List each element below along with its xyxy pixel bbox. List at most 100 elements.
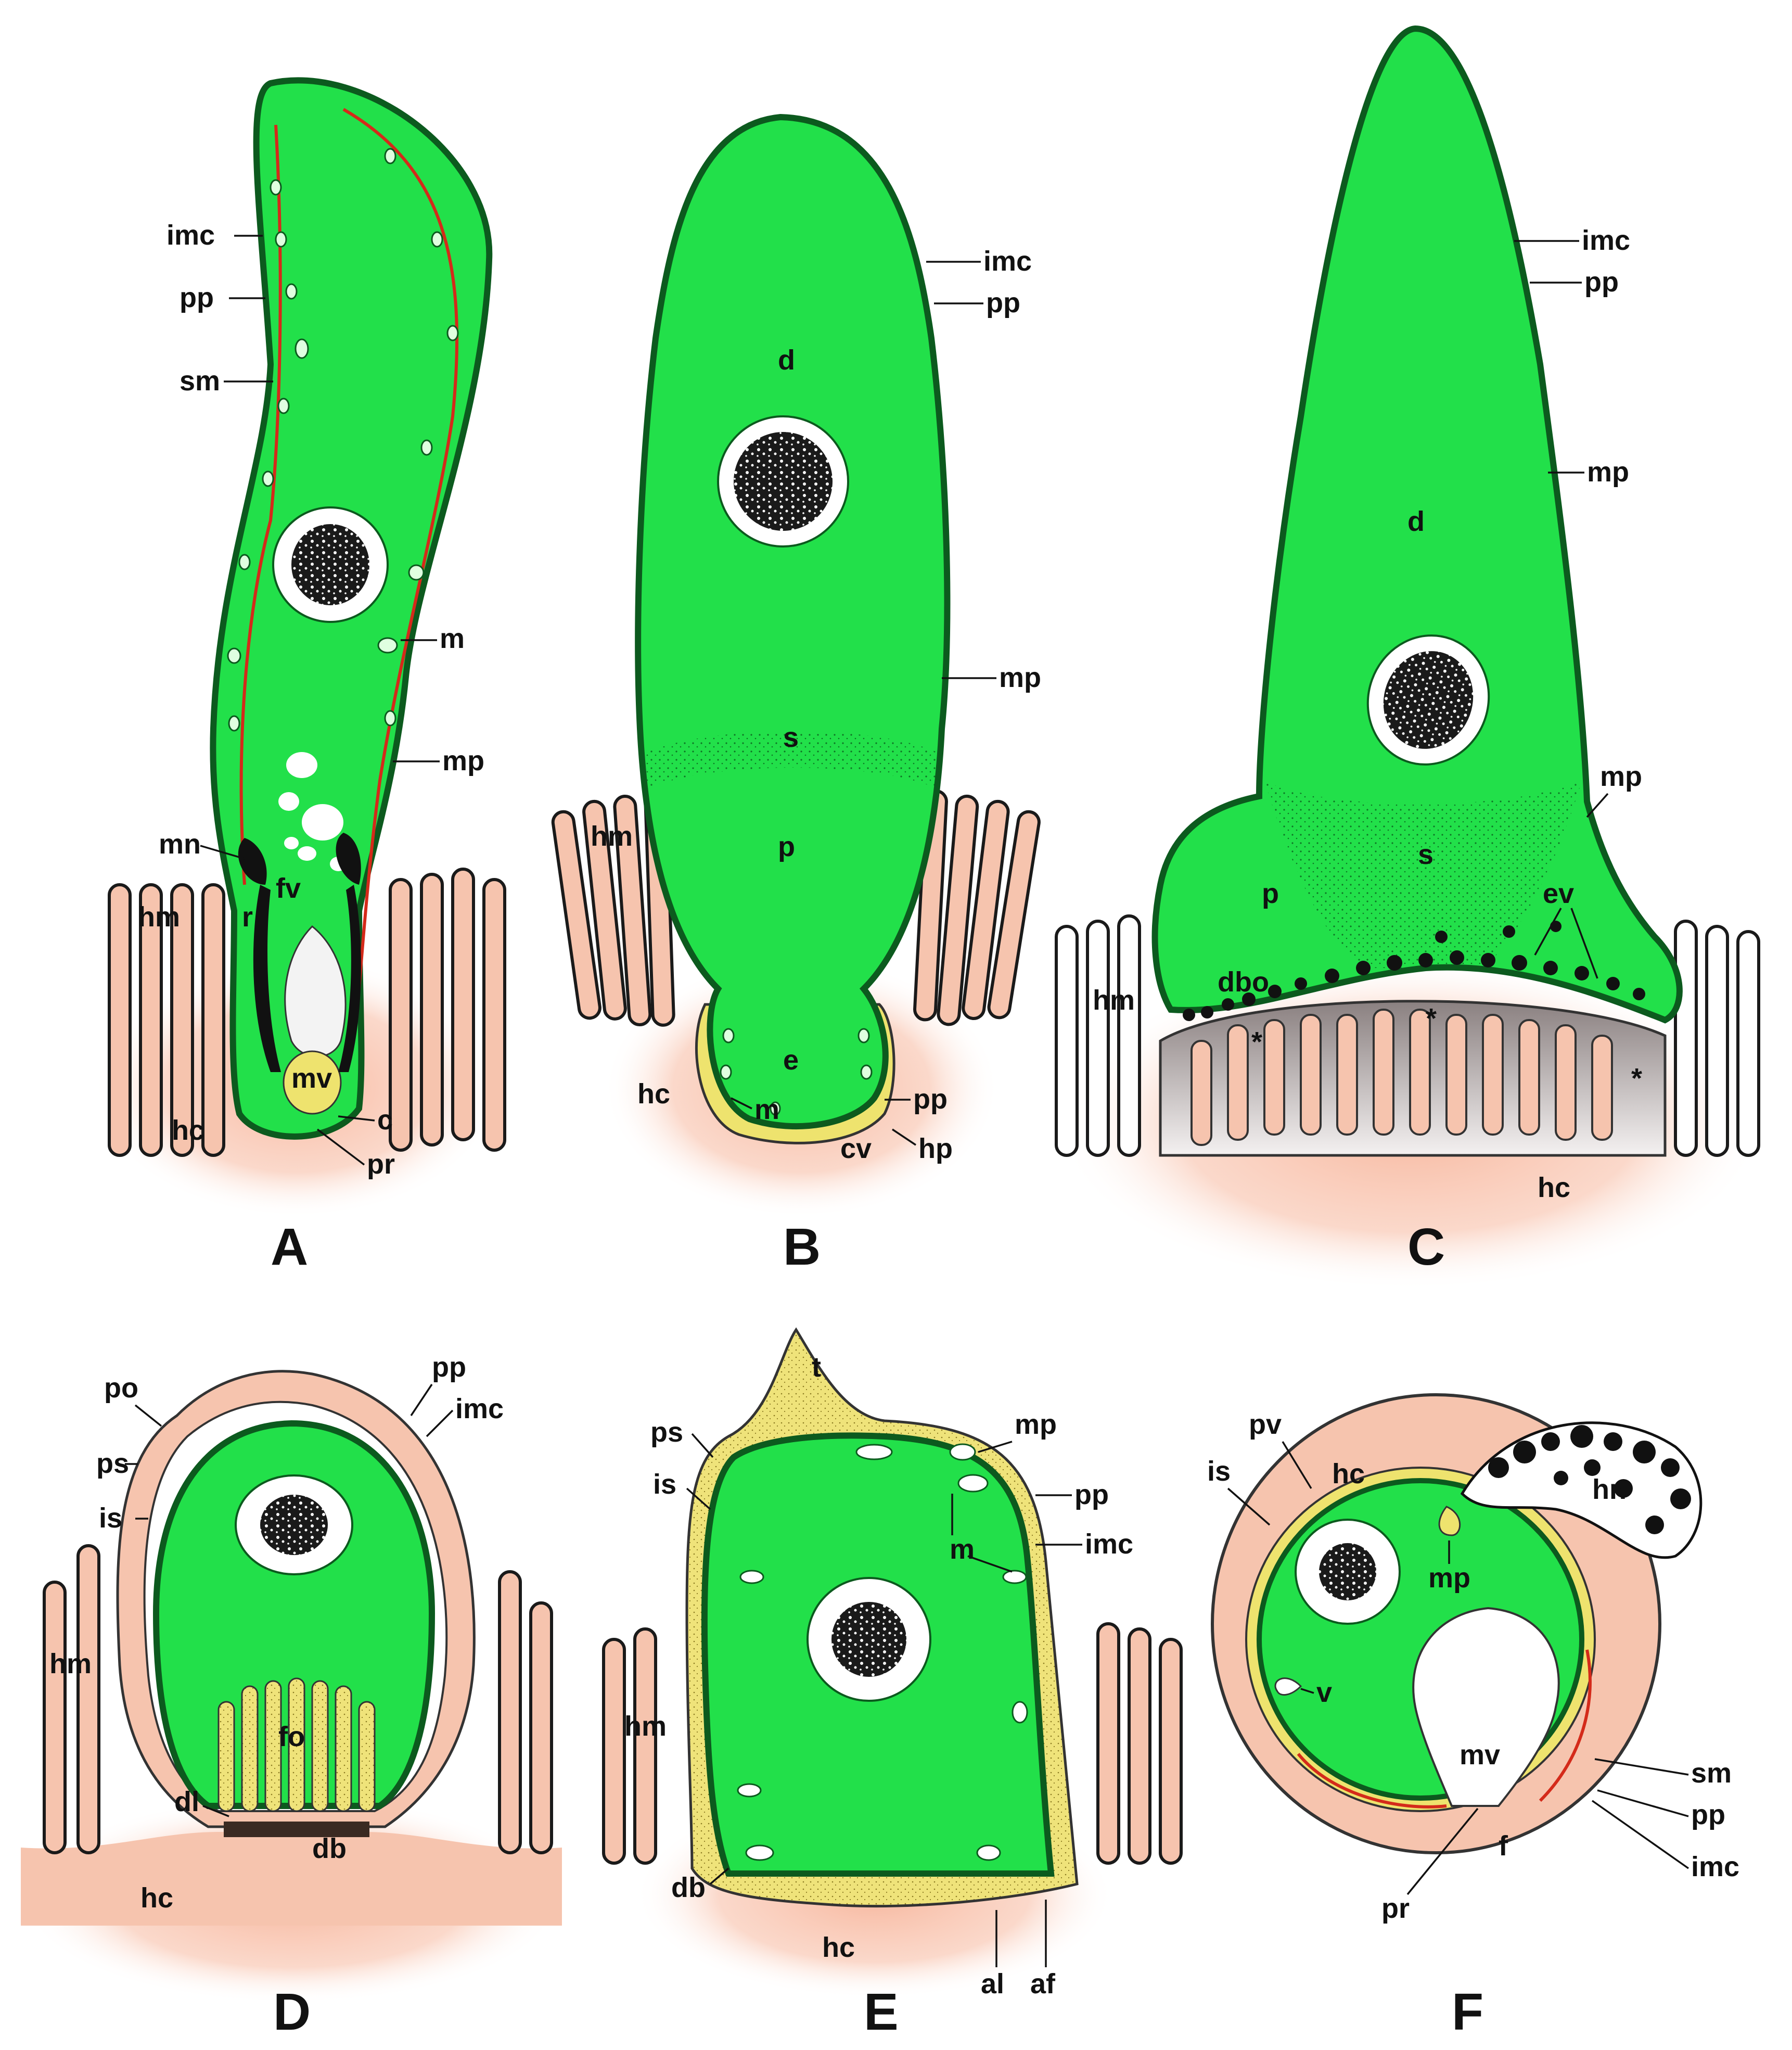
panel-f — [1211, 1393, 1703, 1854]
label-hc: hc — [172, 1115, 204, 1146]
label-sm: sm — [180, 365, 220, 397]
septum-b — [643, 731, 942, 791]
label-e: e — [783, 1045, 799, 1076]
label-d: d — [1407, 506, 1425, 537]
vacuole-f — [1274, 1677, 1302, 1696]
label-mn: mn — [159, 829, 201, 860]
label-db: db — [312, 1833, 347, 1864]
host-surface-d — [21, 1832, 562, 1926]
label-cv: cv — [840, 1133, 872, 1164]
parasite-body — [1151, 25, 1683, 1024]
label-pp: pp — [180, 282, 214, 313]
panel-letter-b: B — [783, 1218, 821, 1276]
label-m: m — [950, 1534, 975, 1565]
nucleus-b — [717, 415, 849, 547]
label-hm: hm — [1093, 985, 1135, 1016]
label-fo: fo — [278, 1721, 305, 1752]
label-s: s — [1418, 839, 1433, 870]
feeding-organelle-f — [1412, 1607, 1560, 1807]
label-imc: imc — [167, 220, 215, 251]
label-db: db — [671, 1872, 706, 1903]
panel-c — [1055, 25, 1764, 1291]
mitochondria-e — [737, 1443, 1028, 1861]
panel-letter-c: C — [1407, 1218, 1445, 1276]
label-m: m — [440, 623, 465, 654]
label-af: af — [1030, 1968, 1056, 2000]
label-s: s — [783, 722, 799, 753]
label-mv: mv — [1460, 1739, 1500, 1771]
label-pp: pp — [432, 1352, 466, 1383]
labels-b: imc pp d mp s hm p e hc m pp cv hp B — [591, 246, 1041, 1276]
label-t: t — [812, 1352, 821, 1383]
label-imc: imc — [1582, 225, 1630, 256]
label-hm: hm — [624, 1711, 667, 1742]
label-imc: imc — [983, 246, 1032, 277]
label-c: c — [377, 1104, 393, 1136]
panel-letter-a: A — [271, 1218, 308, 1276]
label-pp: pp — [1584, 266, 1619, 298]
labels-f: pv hc hn is mp v mv sm pp f imc pr F — [1207, 1409, 1739, 2041]
label-hn: hn — [1592, 1474, 1627, 1505]
label-dl: dl — [174, 1786, 199, 1817]
nucleus-f — [1295, 1519, 1401, 1625]
label-mp: mp — [999, 662, 1041, 693]
panel-letter-e: E — [864, 1983, 899, 2041]
label-asterisk: * — [1251, 1026, 1262, 1058]
label-m: m — [754, 1094, 779, 1125]
label-is: is — [653, 1469, 676, 1500]
label-imc: imc — [1691, 1851, 1739, 1882]
labels-a: imc pp sm m mp mn r fv hm mv hc c pr A — [138, 220, 484, 1276]
label-pr: pr — [367, 1149, 395, 1180]
feeder-organelle-d — [217, 1677, 376, 1812]
label-f: f — [1499, 1830, 1508, 1862]
host-microvilli — [43, 1544, 553, 1854]
parasite-body — [635, 113, 951, 1130]
label-mp: mp — [1587, 456, 1629, 488]
label-pp: pp — [1074, 1479, 1109, 1510]
septum-c — [1264, 781, 1582, 968]
panel-b — [551, 113, 1041, 1218]
subpellicular-microtubules — [239, 124, 282, 885]
label-r: r — [242, 901, 253, 933]
label-hp: hp — [918, 1133, 953, 1164]
panel-letter-f: F — [1452, 1983, 1483, 2041]
host-microvilli — [108, 868, 506, 1157]
labels-d: po pp imc ps is hm fo dl db hc D — [49, 1352, 504, 2041]
label-hc: hc — [637, 1078, 670, 1110]
label-po: po — [104, 1372, 138, 1404]
label-hm: hm — [591, 821, 633, 852]
panel-letter-d: D — [273, 1983, 311, 2041]
panel-d — [21, 1370, 562, 2004]
label-hc: hc — [1332, 1458, 1365, 1489]
labels-e: t mp ps is pp m imc hm db hc al af E — [624, 1352, 1133, 2041]
food-vacuole-a — [278, 752, 347, 1115]
folds-c — [1191, 1009, 1613, 1146]
label-hc: hc — [1538, 1172, 1570, 1203]
dense-band-d — [224, 1822, 369, 1837]
label-mp: mp — [1600, 761, 1642, 792]
label-pr: pr — [1381, 1893, 1410, 1924]
labels-c: imc pp mp d mp s p ev hm dbo * * * hc C — [1093, 225, 1642, 1276]
panel-e — [602, 1327, 1183, 1998]
label-pp: pp — [986, 287, 1020, 319]
label-is: is — [99, 1503, 122, 1534]
label-imc: imc — [1085, 1529, 1133, 1560]
host-nucleus-chromatin — [1488, 1425, 1691, 1534]
label-mp: mp — [1015, 1409, 1057, 1440]
nucleus-a — [272, 506, 389, 623]
host-microvilli — [602, 1622, 1183, 1865]
panel-a — [94, 77, 506, 1218]
dense-bodies-c — [1183, 921, 1645, 1021]
label-mp: mp — [1428, 1562, 1470, 1594]
label-d: d — [778, 345, 795, 376]
label-sm: sm — [1691, 1758, 1732, 1789]
label-pp: pp — [913, 1084, 948, 1115]
label-mv: mv — [291, 1063, 332, 1094]
label-p: p — [778, 831, 795, 862]
mitochondria-b — [720, 1028, 873, 1116]
label-hm: hm — [49, 1648, 92, 1679]
label-is: is — [1207, 1456, 1231, 1487]
label-p: p — [1262, 878, 1279, 909]
label-hm: hm — [138, 901, 180, 933]
